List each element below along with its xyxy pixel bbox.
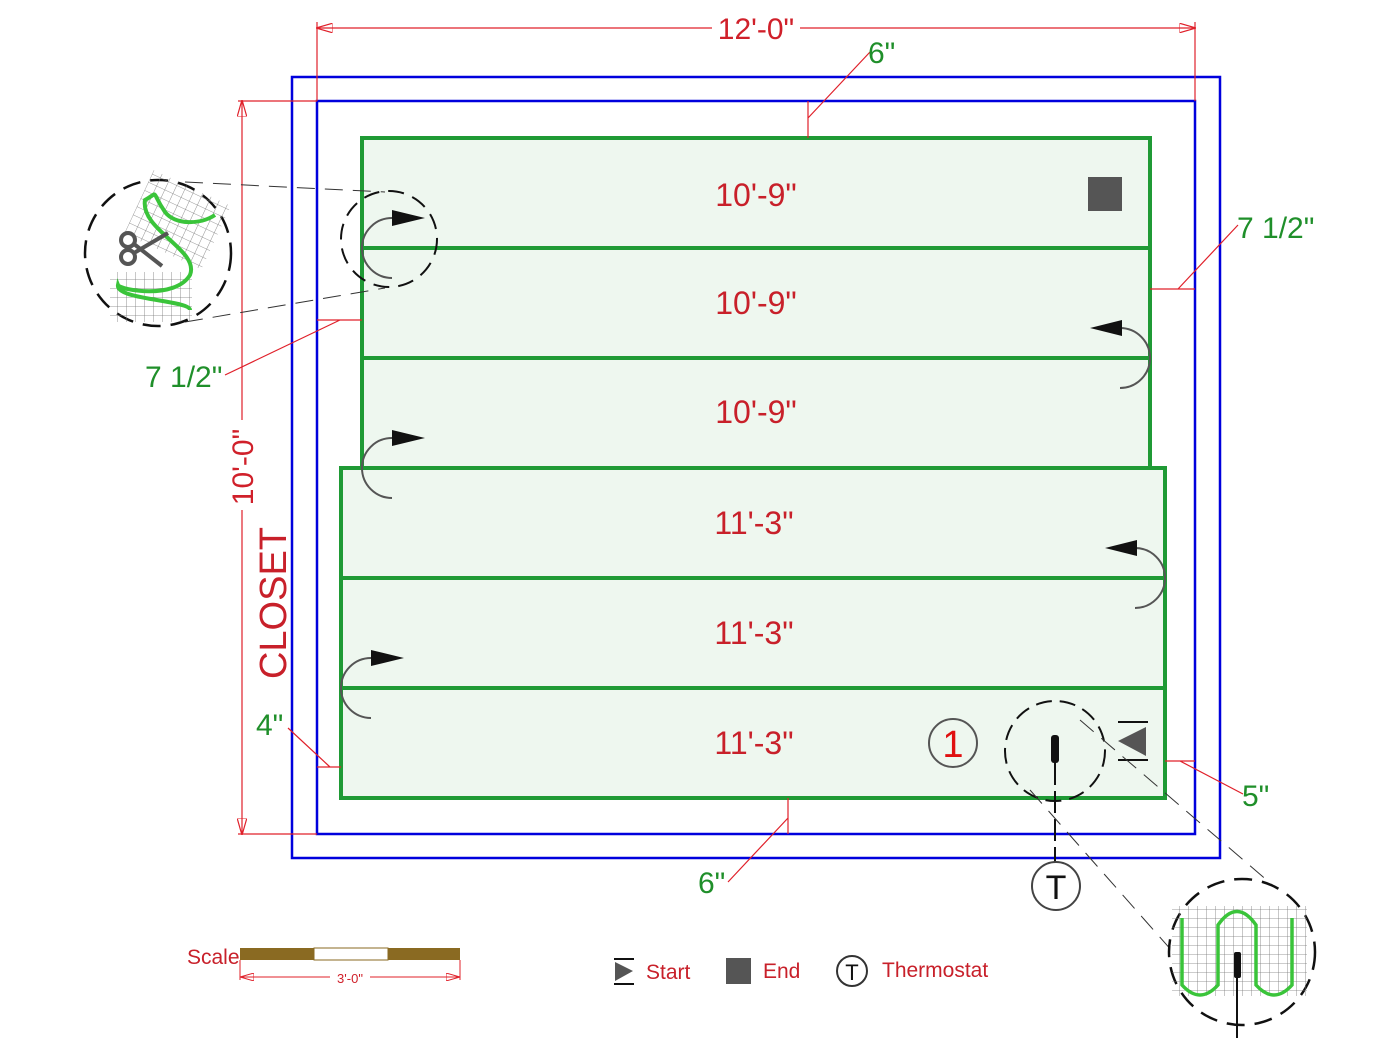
top-offset-label: 6" bbox=[868, 37, 895, 70]
scale-label: Scale bbox=[187, 946, 240, 969]
width-dimension-label: 12'-0" bbox=[718, 13, 794, 46]
mat-number-circle bbox=[928, 718, 978, 768]
mat-strip-5 bbox=[339, 576, 1167, 690]
sensor-detail bbox=[1167, 877, 1317, 1038]
strip-length-6: 11'-3" bbox=[714, 725, 793, 761]
sensor-icon bbox=[1051, 735, 1059, 763]
right-offset-label: 7 1/2" bbox=[1237, 212, 1314, 245]
thermostat-symbol: T bbox=[1046, 869, 1067, 907]
turn-arrow-icon bbox=[361, 217, 393, 279]
bottom-offset-label: 6" bbox=[698, 867, 725, 900]
turn-arrow-icon bbox=[340, 657, 372, 719]
start-marker-icon bbox=[1118, 721, 1148, 761]
strip-length-5: 11'-3" bbox=[714, 615, 793, 651]
legend-start-label: Start bbox=[646, 961, 691, 984]
turn-arrow-icon bbox=[1119, 327, 1151, 389]
turn-arrow-icon bbox=[361, 437, 393, 499]
left-offset-label: 7 1/2" bbox=[145, 361, 222, 394]
strip-length-4: 11'-3" bbox=[714, 505, 793, 541]
legend-thermostat-label: Thermostat bbox=[882, 959, 988, 982]
left-lower-offset-label: 4" bbox=[256, 709, 283, 742]
inner-wall bbox=[315, 99, 1197, 836]
strip-length-1: 10'-9" bbox=[715, 177, 797, 213]
turn-arrows bbox=[340, 210, 1166, 719]
scissors-icon bbox=[119, 231, 170, 268]
legend-end-icon bbox=[726, 958, 751, 984]
mat-strip-2 bbox=[360, 246, 1152, 360]
scale-length-label: 3'-0" bbox=[337, 971, 363, 986]
cut-detail-circle bbox=[340, 190, 438, 288]
end-marker-icon bbox=[1088, 177, 1122, 211]
legend-end-label: End bbox=[763, 960, 800, 983]
mat-strip-4 bbox=[339, 466, 1167, 580]
outer-wall bbox=[290, 75, 1222, 860]
mat-strip-3 bbox=[360, 356, 1152, 470]
strip-length-2: 10'-9" bbox=[715, 285, 797, 321]
turn-arrow-icon bbox=[1134, 547, 1166, 609]
mat-number: 1 bbox=[942, 724, 963, 766]
scale-bar bbox=[239, 947, 461, 980]
thermostat-icon bbox=[1031, 861, 1081, 911]
height-dimension-label: 10'-0" bbox=[227, 429, 260, 505]
legend-start-icon bbox=[614, 958, 634, 985]
mat-strip-6 bbox=[339, 686, 1167, 800]
right-lower-offset-label: 5" bbox=[1242, 780, 1269, 813]
closet-label: CLOSET bbox=[253, 527, 295, 679]
width-dimension bbox=[317, 22, 1195, 101]
mat-strip-1 bbox=[360, 136, 1152, 250]
strip-length-3: 10'-9" bbox=[715, 394, 797, 430]
legend-thermostat-symbol: T bbox=[845, 960, 858, 985]
heating-mat bbox=[339, 136, 1167, 800]
cut-turn-detail bbox=[83, 170, 233, 328]
legend-thermostat-icon bbox=[836, 955, 868, 987]
